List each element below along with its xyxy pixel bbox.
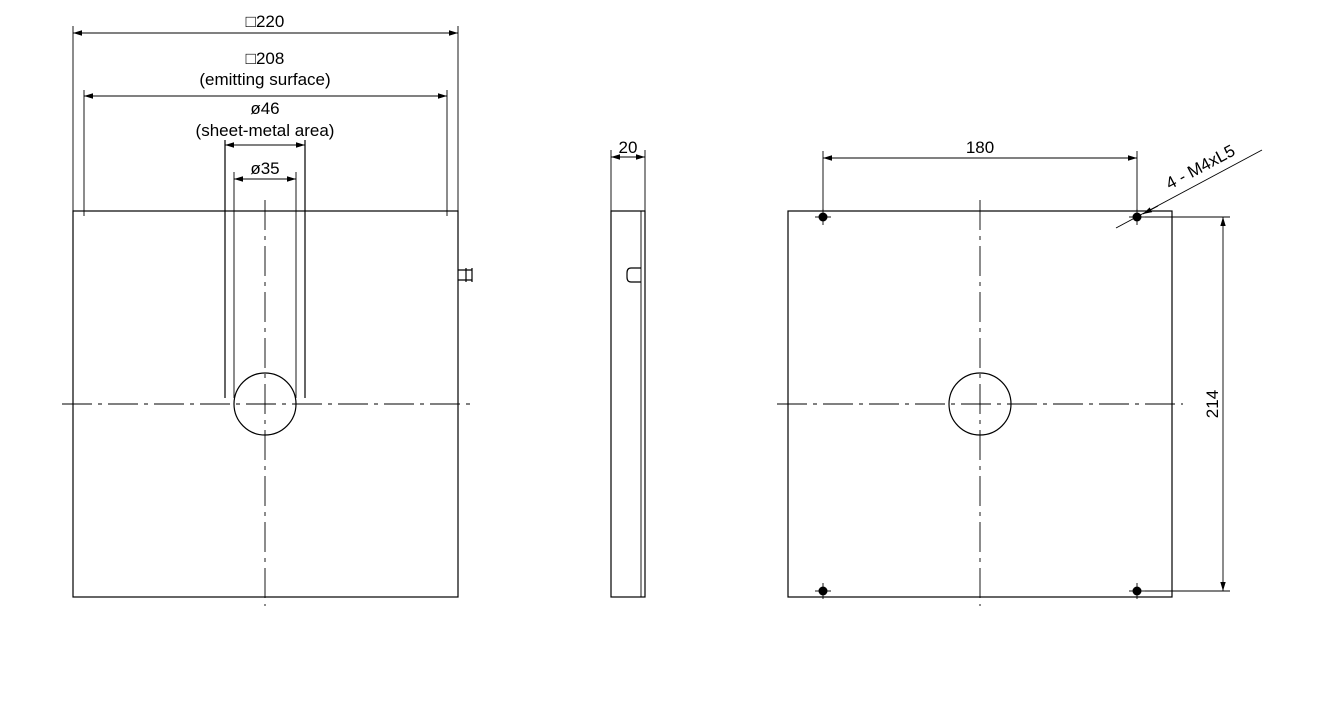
dim-sheet-diameter: ø46	[250, 99, 279, 118]
side-outline	[610, 210, 646, 598]
dim-emitting-note: (emitting surface)	[199, 70, 330, 89]
mounting-hole-bottom-right	[1129, 583, 1145, 599]
dim-thickness: 20	[619, 138, 638, 157]
dim-emitting-size: □208	[246, 49, 285, 68]
side-view: 20	[610, 138, 646, 598]
front-center-bore	[233, 372, 297, 436]
hole-callout-arrow	[1142, 205, 1159, 215]
side-connector-icon	[626, 267, 641, 283]
dim-outer-size: □220	[246, 12, 285, 31]
back-view: 180 214 4 - M4xL5	[777, 138, 1263, 606]
mounting-hole-bottom-left	[815, 583, 831, 599]
dim-bore-diameter: ø35	[250, 159, 279, 178]
hole-callout-leader	[1115, 149, 1263, 229]
front-view: □220 □208 (emitting surface) ø46 (sheet-…	[62, 12, 473, 606]
cable-connector-icon	[458, 268, 473, 282]
dim-sheet-note: (sheet-metal area)	[196, 121, 335, 140]
back-center-bore	[948, 372, 1012, 436]
mounting-hole-top-left	[815, 209, 831, 225]
dim-hole-spacing-vertical: 214	[1203, 390, 1222, 418]
dim-hole-spacing-horizontal: 180	[966, 138, 994, 157]
hole-callout-text: 4 - M4xL5	[1163, 141, 1239, 193]
